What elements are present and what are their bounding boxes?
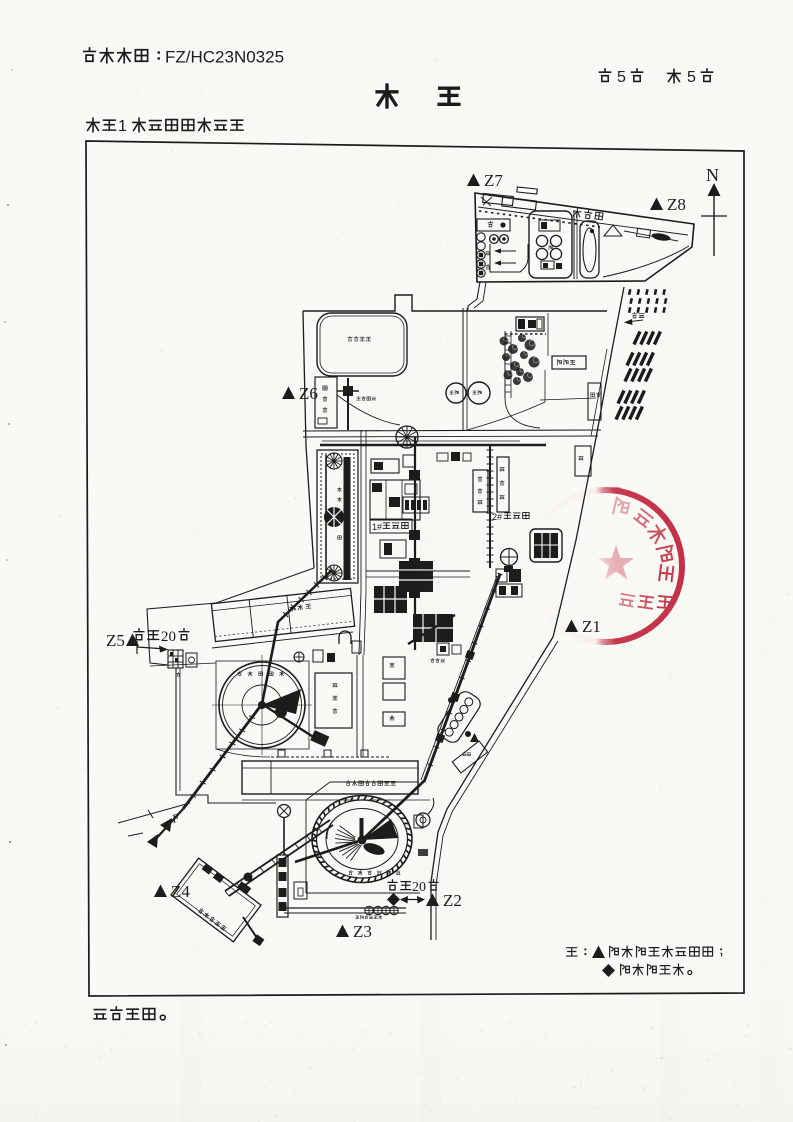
svg-text:Z8: Z8	[667, 195, 686, 214]
svg-text:Z6: Z6	[299, 384, 318, 403]
svg-text:Z7: Z7	[484, 171, 503, 190]
svg-text:2#: 2#	[492, 512, 502, 522]
svg-text:5: 5	[617, 69, 626, 86]
svg-text:Z1: Z1	[582, 617, 601, 636]
svg-text:1#: 1#	[372, 522, 382, 532]
svg-text:20: 20	[412, 880, 426, 895]
svg-text:Z5: Z5	[106, 631, 125, 650]
svg-text:Z3: Z3	[353, 922, 372, 941]
svg-text:FZ/HC23N0325: FZ/HC23N0325	[165, 48, 284, 67]
svg-text:Z4: Z4	[171, 882, 190, 901]
svg-text:1: 1	[118, 118, 127, 135]
svg-text:Z2: Z2	[443, 891, 462, 910]
svg-text:N: N	[706, 165, 719, 185]
svg-text:20: 20	[161, 629, 176, 645]
svg-text:5: 5	[687, 69, 696, 86]
